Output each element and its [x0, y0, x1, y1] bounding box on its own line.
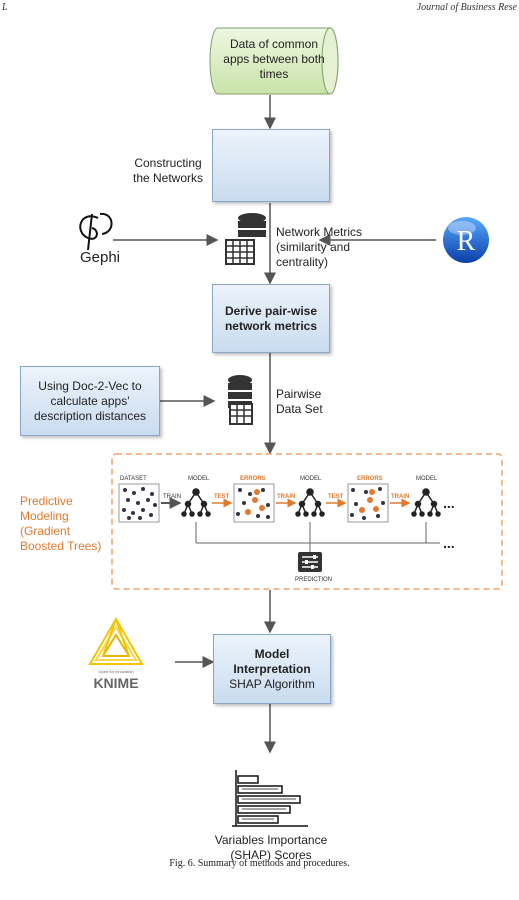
- model-interpretation-subtitle: SHAP Algorithm: [229, 676, 315, 691]
- network-metrics-label: Network Metrics (similarity and centrali…: [276, 225, 363, 269]
- knime-name: KNIME: [93, 675, 138, 691]
- model-interpretation-box[interactable]: Model Interpretation SHAP Algorithm: [213, 634, 331, 704]
- predictive-modeling-label: Predictive Modeling (Gradient Boosted Tr…: [20, 494, 102, 553]
- train-label-2: TRAIN: [277, 494, 295, 500]
- importance-bar-chart-icon: [232, 770, 308, 827]
- knime-logo: [88, 617, 144, 665]
- errors-label-2: ERRORS: [357, 476, 383, 482]
- constructing-networks-box[interactable]: [212, 129, 330, 202]
- test-label-1: TEST: [214, 494, 230, 500]
- figure-caption: Fig. 6. Summary of methods and procedure…: [169, 858, 350, 869]
- prediction-label: PREDICTION: [295, 577, 332, 583]
- pairwise-dataset-label: Pairwise Data Set: [276, 387, 323, 416]
- model-interpretation-title: Model Interpretation: [233, 646, 311, 676]
- r-logo-letter: R: [457, 226, 476, 257]
- connector-arrows: [113, 95, 436, 754]
- knime-tagline: Open for Innovation: [98, 669, 133, 674]
- source-data-label: Data of common apps between both times: [223, 37, 325, 81]
- database-table-icon: [225, 213, 266, 265]
- gephi-logo: [79, 212, 113, 251]
- predictive-modeling-frame: [111, 453, 503, 590]
- test-label-2: TEST: [328, 494, 344, 500]
- source-cylinder: [209, 27, 339, 95]
- prediction-sliders-icon: [298, 552, 322, 572]
- gephi-label: Gephi: [79, 249, 121, 266]
- model-label-1: MODEL: [188, 476, 210, 482]
- header-right: Journal of Business Rese: [416, 2, 517, 13]
- variables-importance-label: Variables Importance (SHAP) Scores: [214, 833, 328, 862]
- train-label-1: TRAIN: [163, 494, 181, 500]
- doc2vec-text: Using Doc-2-Vec to calculate apps' descr…: [33, 378, 147, 423]
- ellipsis-2: ...: [443, 535, 455, 551]
- gradient-boosting-diagram: DATASET TRAIN MODEL TEST ERRORS: [118, 476, 455, 583]
- model-label-3: MODEL: [416, 476, 438, 482]
- derive-pairwise-text: Derive pair-wise network metrics: [224, 303, 318, 333]
- dataset-label: DATASET: [120, 476, 147, 482]
- model-label-2: MODEL: [300, 476, 322, 482]
- constructing-networks-label: Constructing the Networks: [132, 156, 204, 185]
- derive-pairwise-box[interactable]: Derive pair-wise network metrics: [212, 284, 330, 353]
- r-logo: R: [443, 217, 489, 263]
- ellipsis-1: ...: [443, 495, 455, 511]
- header-left: L: [2, 2, 8, 13]
- database-table-icon-2: [228, 375, 253, 425]
- errors-label-1: ERRORS: [240, 476, 266, 482]
- train-label-3: TRAIN: [391, 494, 409, 500]
- doc2vec-box[interactable]: Using Doc-2-Vec to calculate apps' descr…: [20, 366, 160, 436]
